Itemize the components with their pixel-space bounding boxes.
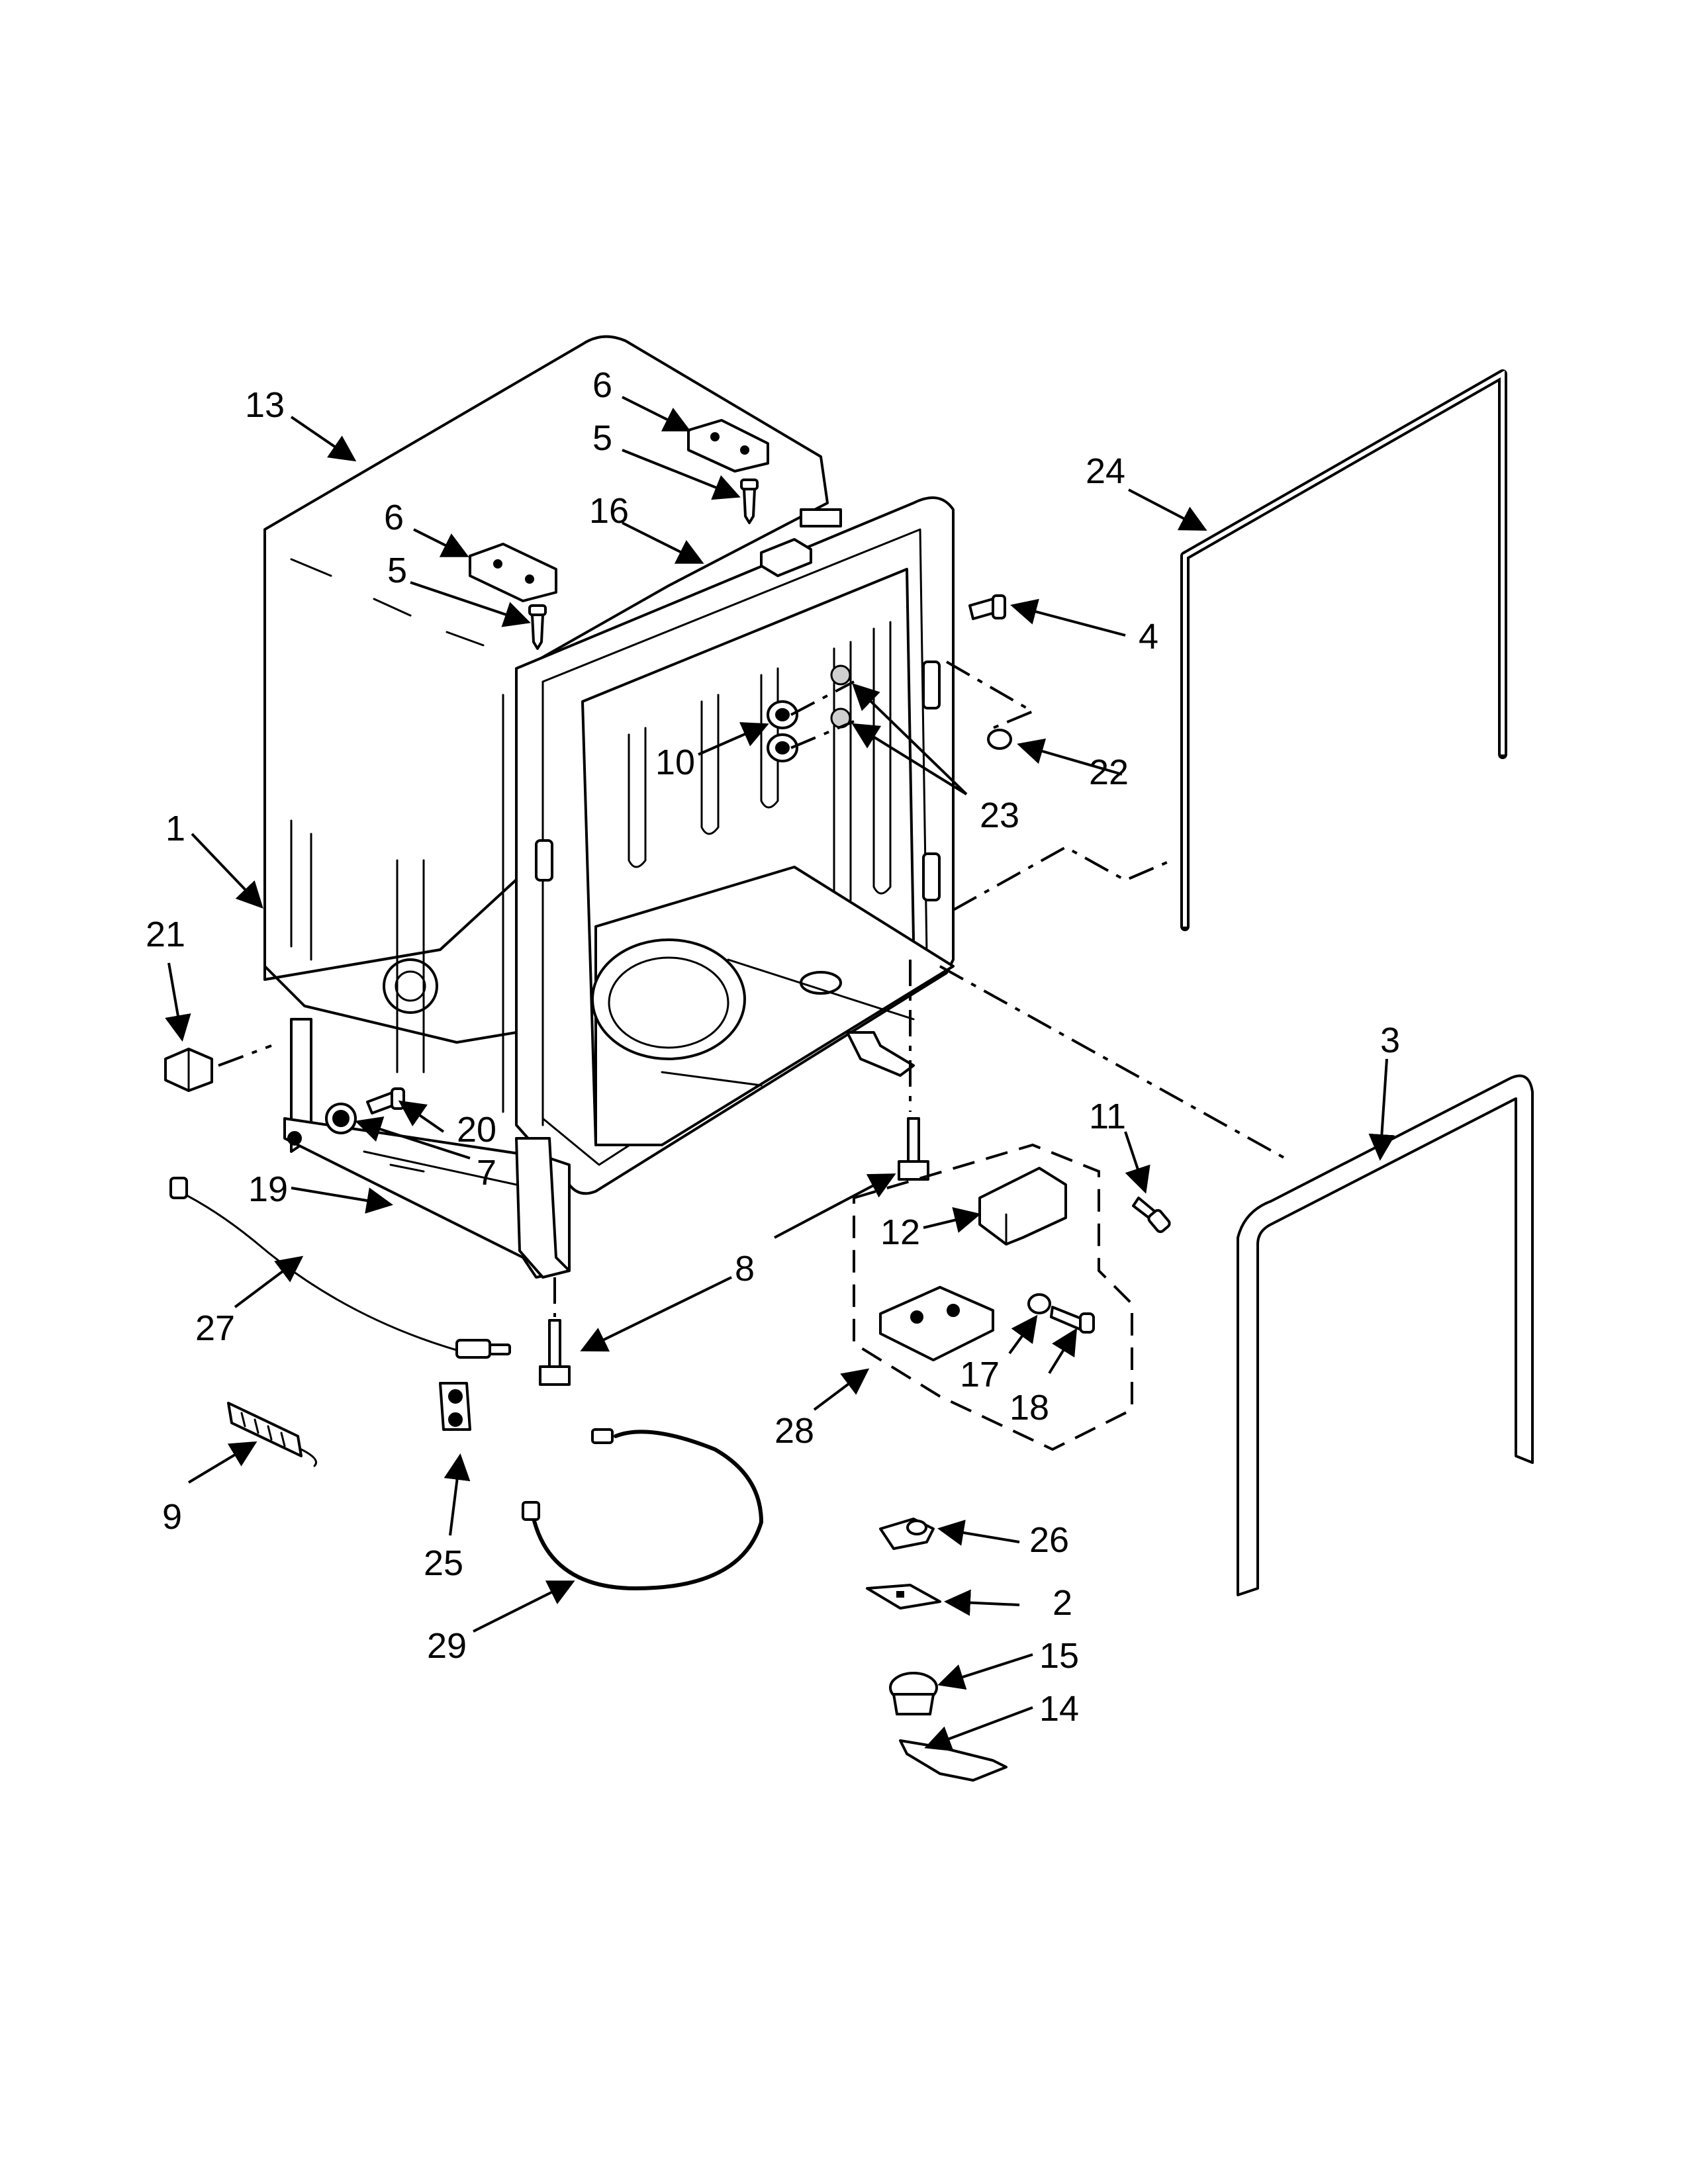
callout-25: 25 xyxy=(424,1543,463,1583)
insulation-hole xyxy=(383,958,438,1014)
callout-6-left: 6 xyxy=(384,498,404,537)
callout-5-left: 5 xyxy=(387,551,407,590)
clip-top xyxy=(760,538,812,577)
callout-8: 8 xyxy=(735,1249,755,1289)
screw-base xyxy=(366,1087,405,1115)
callout-23: 23 xyxy=(980,796,1019,835)
callout-13: 13 xyxy=(245,385,285,425)
screw-left xyxy=(528,604,547,650)
center-lines xyxy=(218,660,1291,1317)
grommet-25 xyxy=(439,1382,471,1431)
callout-21: 21 xyxy=(146,915,185,954)
tub-assembly xyxy=(263,335,955,1195)
callout-14: 14 xyxy=(1039,1689,1079,1729)
right-slot xyxy=(922,660,941,709)
callout-15: 15 xyxy=(1039,1636,1079,1676)
callout-29: 29 xyxy=(427,1626,467,1666)
base-part xyxy=(283,1018,915,1279)
grommet-pair-upper xyxy=(767,700,798,762)
screw-right xyxy=(968,594,1006,620)
tub-gasket-upper-part xyxy=(1180,369,1507,931)
right-slot-lower xyxy=(922,852,941,901)
junction-box-outline xyxy=(853,1143,1133,1451)
callout-19: 19 xyxy=(248,1169,288,1209)
thermostat-bracket-part xyxy=(899,1739,1008,1782)
callout-3: 3 xyxy=(1380,1021,1400,1060)
door-spring-part xyxy=(227,1402,317,1467)
callout-26: 26 xyxy=(1029,1520,1069,1560)
plug-part xyxy=(987,729,1012,750)
callout-6-upper: 6 xyxy=(592,365,612,405)
callout-2: 2 xyxy=(1053,1583,1072,1623)
callout-27: 27 xyxy=(195,1308,235,1348)
screw-ground xyxy=(1050,1306,1095,1334)
callout-22: 22 xyxy=(1089,752,1129,792)
leveling-leg-rear xyxy=(898,1117,929,1181)
wire-harness-29 xyxy=(522,1428,763,1590)
grommet-base xyxy=(325,1103,357,1134)
callout-labels: 1 2 3 4 5 5 6 6 7 8 9 10 11 12 13 14 15 … xyxy=(146,365,1400,1729)
callout-7: 7 xyxy=(477,1153,496,1193)
callout-17: 17 xyxy=(960,1355,1000,1394)
leader-lines xyxy=(165,396,1395,1752)
callout-1: 1 xyxy=(165,809,185,848)
callout-11: 11 xyxy=(1089,1097,1126,1136)
side-slot xyxy=(535,839,553,882)
callout-12: 12 xyxy=(880,1212,920,1252)
callout-18: 18 xyxy=(1009,1388,1049,1428)
callout-9: 9 xyxy=(162,1497,182,1537)
mounting-bracket-upper xyxy=(687,419,769,473)
thermostat-part xyxy=(889,1672,938,1715)
callout-4: 4 xyxy=(1139,617,1158,657)
tub-gasket-lower-part xyxy=(1237,1074,1534,1596)
sump-opening xyxy=(591,938,746,1060)
junction-box-part xyxy=(879,1286,994,1361)
callout-20: 20 xyxy=(457,1110,496,1150)
callout-28: 28 xyxy=(774,1411,814,1451)
leveling-leg-front xyxy=(539,1319,571,1386)
callout-16: 16 xyxy=(589,491,629,531)
top-pocket xyxy=(800,508,842,527)
washer-upper xyxy=(830,664,851,686)
callout-10: 10 xyxy=(655,743,695,782)
junction-box-cover-part xyxy=(978,1167,1067,1246)
callout-24: 24 xyxy=(1086,451,1125,491)
clip-2 xyxy=(866,1584,941,1610)
mounting-bracket-left xyxy=(469,543,557,602)
cable-clamp-part xyxy=(879,1518,935,1550)
cap-part xyxy=(164,1048,213,1092)
screw-upper xyxy=(740,478,759,524)
screw-junction xyxy=(1132,1197,1171,1234)
callout-5-upper: 5 xyxy=(592,418,612,458)
strain-relief-part xyxy=(1027,1293,1051,1314)
